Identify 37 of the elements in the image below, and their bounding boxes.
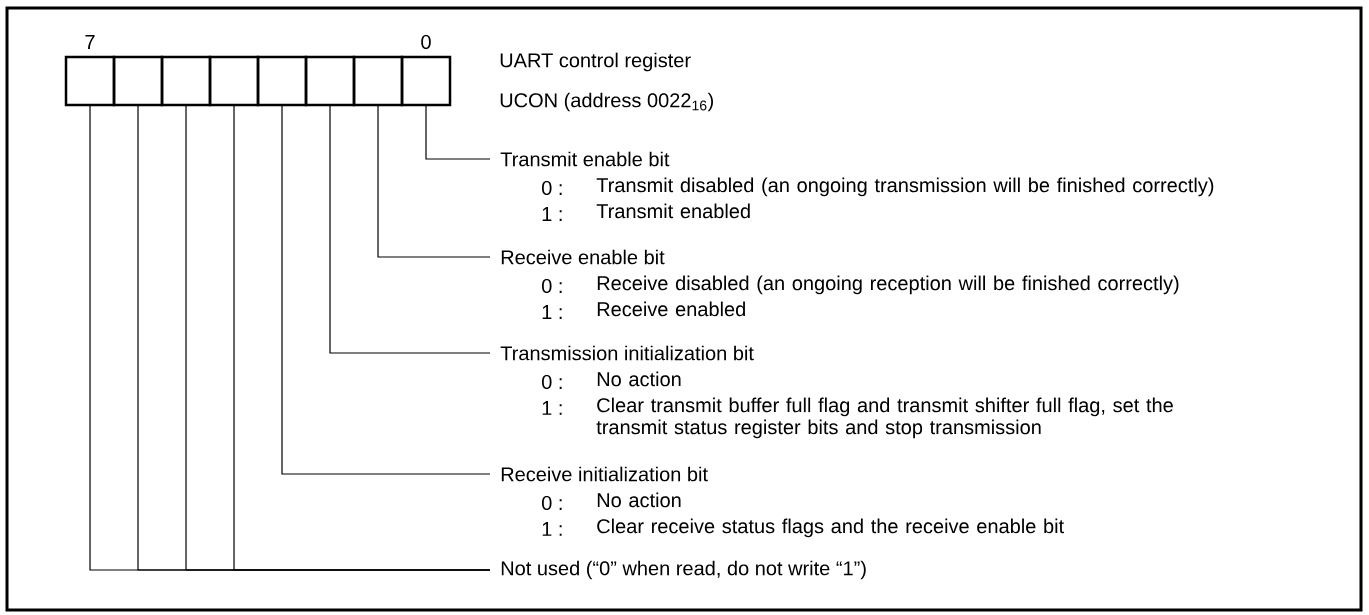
value-description: Clear receive status flags and the receive enable bit: [597, 518, 1064, 538]
value-description: Transmit disabled (an ongoing transmission will be finished correctly): [596, 177, 1214, 197]
value-description: No action: [597, 492, 681, 508]
bit-value: 0 :: [542, 374, 562, 390]
leader-line: [377, 104, 491, 258]
value-description: No action: [597, 371, 681, 387]
register-bit-cell: [400, 55, 452, 107]
bit-value: 1 :: [542, 207, 562, 221]
value-description: Clear transmit buffer full flag and transmit shifter full flag, set the transmit status register bits and stop transmission: [596, 397, 1173, 439]
leader-line: [329, 104, 491, 354]
register-bit-cell: [112, 55, 164, 107]
bit-value: 0 :: [542, 495, 562, 511]
register-bit-cell: [64, 55, 116, 107]
field-name: Receive initialization bit: [501, 466, 708, 482]
value-description: Transmit enabled: [596, 203, 750, 219]
bit-value: 1 :: [542, 305, 562, 319]
value-description: Receive disabled (an ongoing reception will be finished correctly): [597, 275, 1179, 295]
register-bit-cell: [304, 55, 356, 107]
register-address: UCON (address 0022$_{16}$): [500, 92, 713, 112]
field-name: Transmission initialization bit: [500, 345, 754, 361]
register-bit-cell: [352, 55, 404, 107]
value-description: Receive enabled: [597, 301, 745, 317]
register-bit-cell: [160, 55, 212, 107]
bit-number: 0: [421, 34, 431, 50]
field-name: Not used (“0” when read, do not write “1”): [501, 560, 866, 580]
bit-value: 1 :: [542, 401, 562, 415]
register-name: UART control register: [500, 52, 691, 72]
register-bit-cell: [256, 55, 308, 107]
bit-value: 0 :: [542, 180, 562, 196]
register-bit-cell: [208, 55, 260, 107]
bit-value: 1 :: [542, 522, 562, 536]
field-name: Transmit enable bit: [500, 151, 670, 167]
leader-line: [425, 104, 491, 160]
bit-value: 0 :: [542, 278, 562, 294]
leader-line: [281, 104, 491, 475]
field-name: Receive enable bit: [501, 249, 665, 265]
bit-number: 7: [85, 35, 95, 49]
